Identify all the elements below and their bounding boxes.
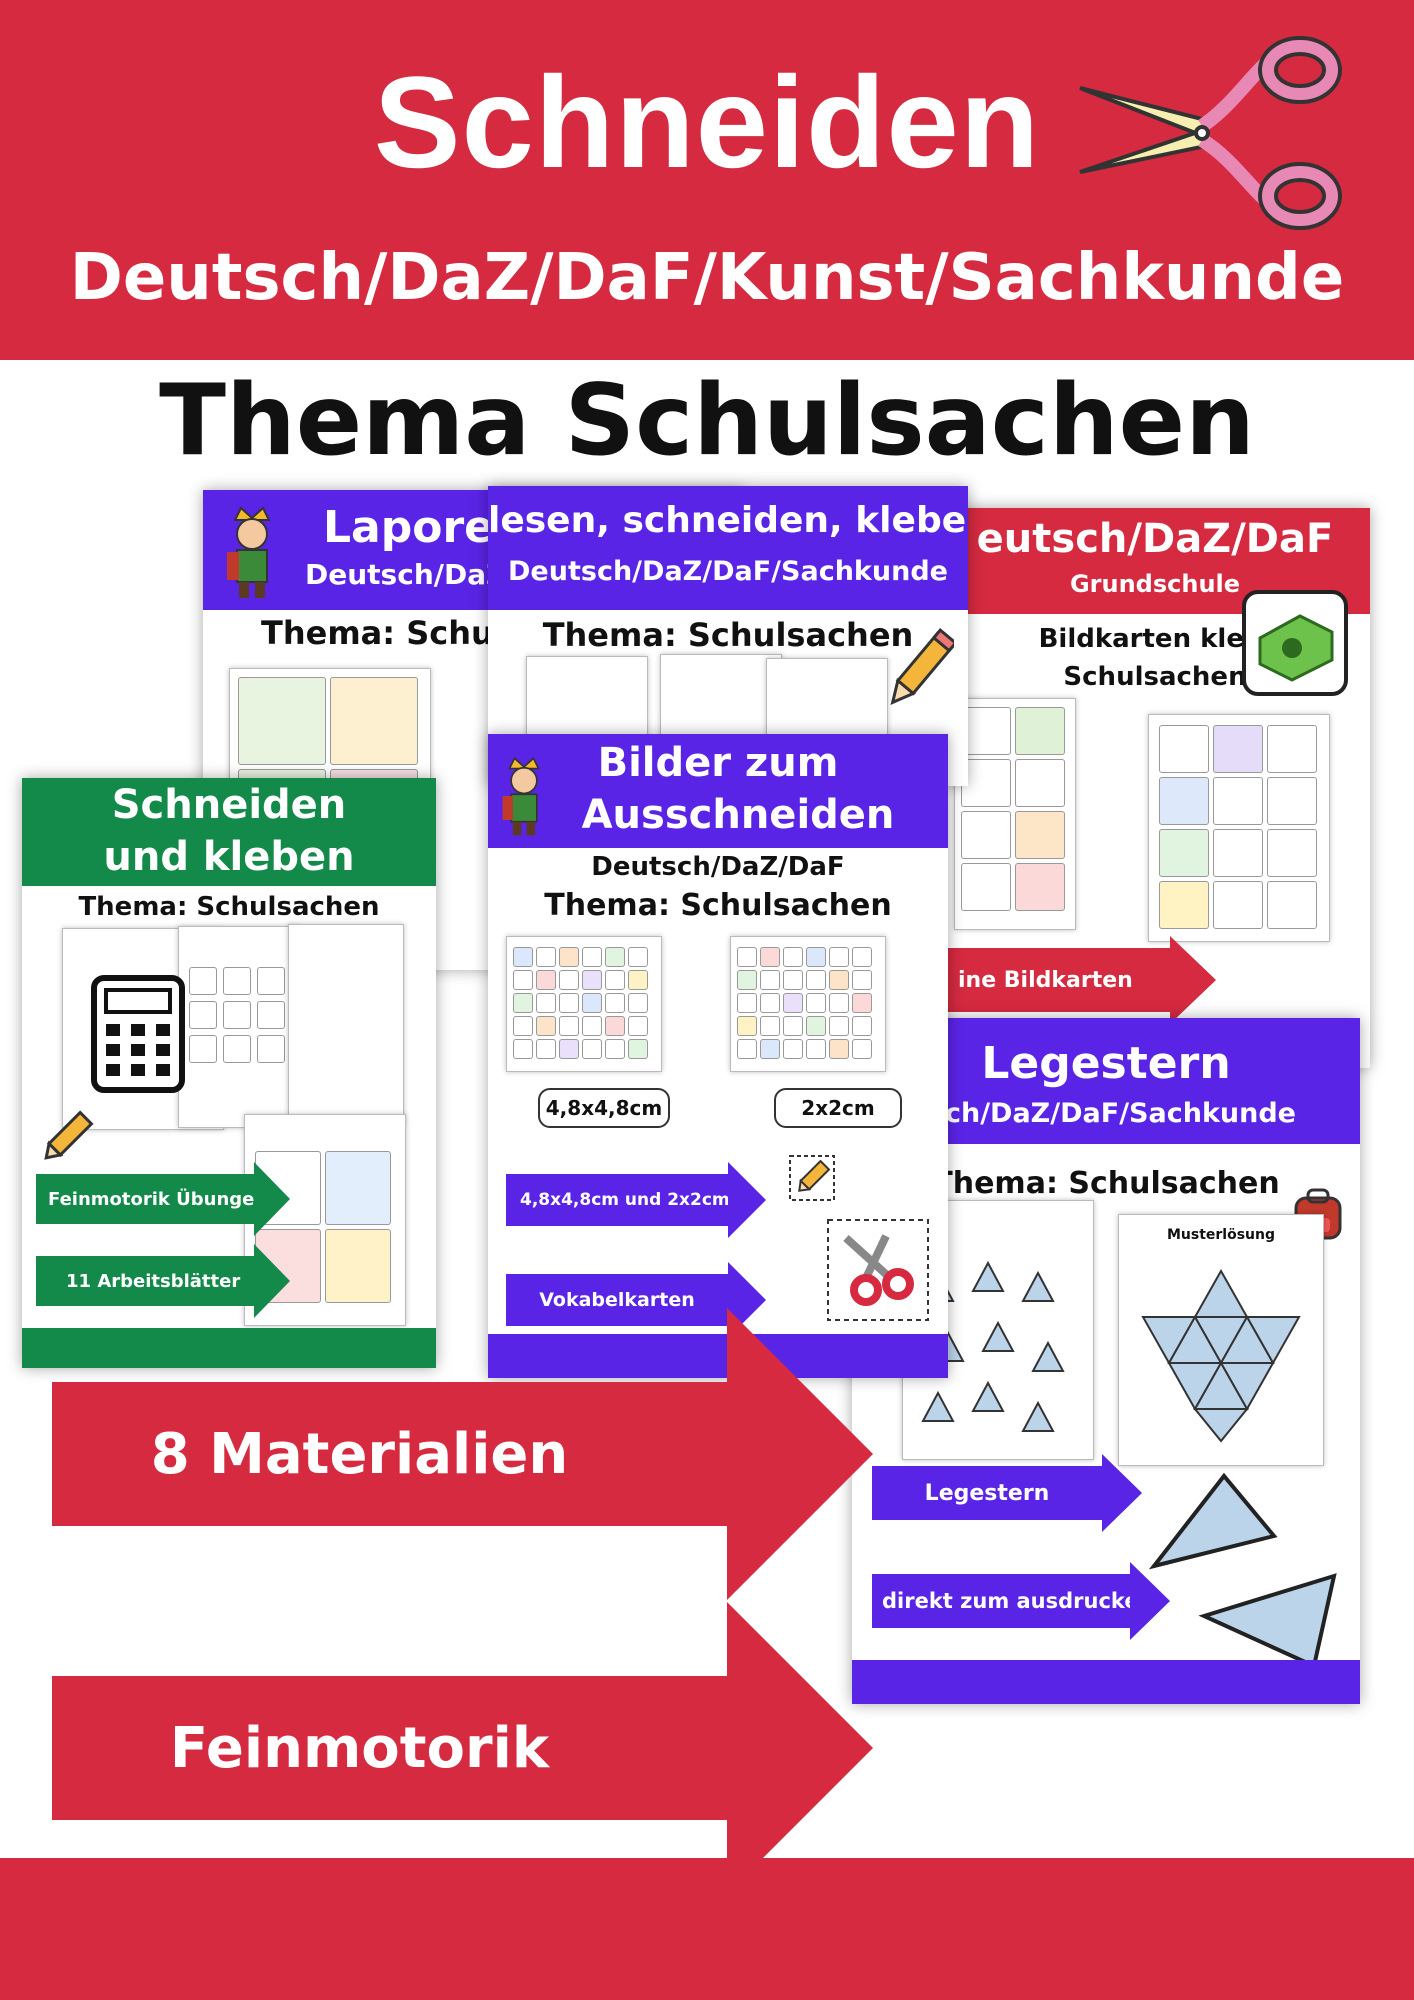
card-lesen-band — [488, 486, 968, 610]
card-legestern-arrow1-label: Legestern — [924, 1480, 1050, 1506]
card-bilder-sheet-small — [730, 936, 886, 1072]
card-bildkarten: eutsch/DaZ/DaF Grundschule Bildkarten kl… — [940, 508, 1370, 1068]
card-bilder-arrow2-label: Vokabelkarten — [539, 1289, 695, 1311]
card-bilder-footer — [488, 1334, 948, 1378]
card-legestern-solution-label: Musterlösung — [1166, 1227, 1276, 1243]
card-bilder-size1: 4,8x4,8cm — [538, 1088, 670, 1128]
card-schneiden-kleben-title2: und kleben — [103, 834, 355, 880]
card-lesen: lesen, schneiden, kleben Deutsch/DaZ/DaF… — [488, 486, 968, 786]
card-legestern-subtitle: tsch/DaZ/DaF/Sachkunde — [915, 1098, 1296, 1129]
card-bilder-arrow1-head — [728, 1162, 766, 1238]
card-legestern-arrow1: Legestern — [872, 1466, 1102, 1520]
card-bilder-band — [488, 734, 948, 848]
card-legestern-arrow1-head — [1102, 1454, 1142, 1532]
star-solution — [1141, 1268, 1301, 1443]
banner-skill-head — [727, 1602, 873, 1894]
banner-skill-label: Feinmotorik — [169, 1715, 550, 1781]
card-bilder-subtitle: Deutsch/DaZ/DaF — [591, 852, 845, 882]
calculator-icon — [91, 975, 185, 1093]
crown-boy-icon — [227, 506, 271, 598]
card-legestern-arrow2-head — [1130, 1562, 1170, 1640]
card-bildkarten-sheet-2 — [1148, 714, 1330, 942]
card-bilder-topic: Thema: Schulsachen — [544, 888, 892, 923]
card-lesen-subtitle: Deutsch/DaZ/DaF/Sachkunde — [508, 556, 948, 587]
card-bildkarten-title: eutsch/DaZ/DaF — [976, 516, 1334, 562]
banner-materials-label: 8 Materialien — [150, 1421, 569, 1487]
card-legestern-arrow2: direkt zum ausdrucken — [872, 1574, 1154, 1628]
card-lapore-title: Lapore — [323, 502, 494, 553]
card-schneiden-kleben-sheet-3 — [288, 924, 404, 1126]
card-bildkarten-line1: Bildkarten klein — [1038, 624, 1272, 654]
card-schneiden-kleben-arrow2: 11 Arbeitsblätter — [36, 1256, 254, 1306]
topic-title: Thema Schulsachen — [159, 364, 1255, 478]
card-bildkarten-arrow: ine Bildkarten — [940, 948, 1170, 1012]
banner-materials-head — [727, 1308, 873, 1600]
card-bildkarten-line2: Schulsachen — [1063, 662, 1247, 692]
card-schneiden-kleben: Schneiden und kleben Thema: Schulsachen — [22, 778, 436, 1368]
banner-materials: 8 Materialien — [52, 1382, 727, 1526]
card-bildkarten-subtitle: Grundschule — [1069, 570, 1241, 598]
header-banner — [0, 0, 1414, 360]
card-bilder-title2: Ausschneiden — [581, 792, 895, 838]
card-bilder-arrow1-label: 4,8x4,8cm und 2x2cm — [520, 1190, 730, 1210]
card-bilder-arrow2: Vokabelkarten — [506, 1274, 728, 1326]
card-schneiden-kleben-title1: Schneiden — [111, 782, 347, 828]
header-title: Schneiden — [373, 49, 1041, 195]
card-legestern: Legestern tsch/DaZ/DaF/Sachkunde Thema: … — [852, 1018, 1360, 1704]
card-schneiden-kleben-arrow2-label: 11 Arbeitsblätter — [66, 1270, 241, 1292]
card-lapore-subtitle: Deutsch/DaZ — [305, 558, 507, 591]
card-legestern-arrow2-label: direkt zum ausdrucken — [882, 1589, 1154, 1613]
sharpener-icon — [1242, 590, 1348, 696]
card-bilder: Bilder zum Ausschneiden Deutsch/DaZ/DaF … — [488, 734, 948, 1378]
card-schneiden-kleben-arrow1-label: Feinmotorik Übungen — [48, 1188, 268, 1210]
card-schneiden-kleben-band — [22, 778, 436, 886]
card-lapore-topic: Thema: Schul — [261, 614, 505, 652]
footer-band — [0, 1858, 1414, 2000]
triangle-pieces — [921, 1261, 1065, 1432]
card-bildkarten-arrow-head — [1170, 936, 1216, 1024]
card-legestern-topic: Thema: Schulsachen — [932, 1166, 1280, 1201]
card-bilder-arrow1: 4,8x4,8cm und 2x2cm — [506, 1174, 730, 1226]
card-lesen-topic: Thema: Schulsachen — [542, 616, 914, 654]
card-schneiden-kleben-topic: Thema: Schulsachen — [78, 892, 380, 922]
card-bilder-title1: Bilder zum — [597, 740, 839, 786]
card-legestern-title: Legestern — [981, 1038, 1231, 1089]
scissors-icon — [827, 1219, 929, 1321]
pencil-icon — [789, 1155, 835, 1201]
card-schneiden-kleben-arrow1-head — [254, 1162, 290, 1236]
card-schneiden-kleben-arrow1: Feinmotorik Übungen — [36, 1174, 267, 1224]
crown-boy-icon — [502, 756, 540, 836]
card-bildkarten-sheet-1 — [954, 698, 1076, 930]
card-bilder-size2: 2x2cm — [774, 1088, 902, 1128]
card-legestern-sample-triangles — [1148, 1472, 1337, 1669]
card-schneiden-kleben-footer — [22, 1328, 436, 1368]
card-schneiden-kleben-arrow2-head — [254, 1244, 290, 1318]
card-bilder-sheet-large — [506, 936, 662, 1072]
banner-skill: Feinmotorik — [52, 1676, 727, 1820]
header-subtitle: Deutsch/DaZ/DaF/Kunst/Sachkunde — [69, 241, 1345, 315]
card-lesen-title: lesen, schneiden, kleben — [488, 500, 968, 541]
pencil-icon — [44, 1110, 94, 1160]
card-bildkarten-arrow-label: ine Bildkarten — [958, 967, 1133, 993]
scissors-icon — [1079, 36, 1342, 230]
pencil-icon — [890, 627, 954, 705]
card-schneiden-kleben-sheet-2 — [178, 926, 300, 1128]
card-legestern-solution-sheet: Musterlösung — [1118, 1214, 1324, 1466]
card-legestern-footer — [852, 1660, 1360, 1704]
